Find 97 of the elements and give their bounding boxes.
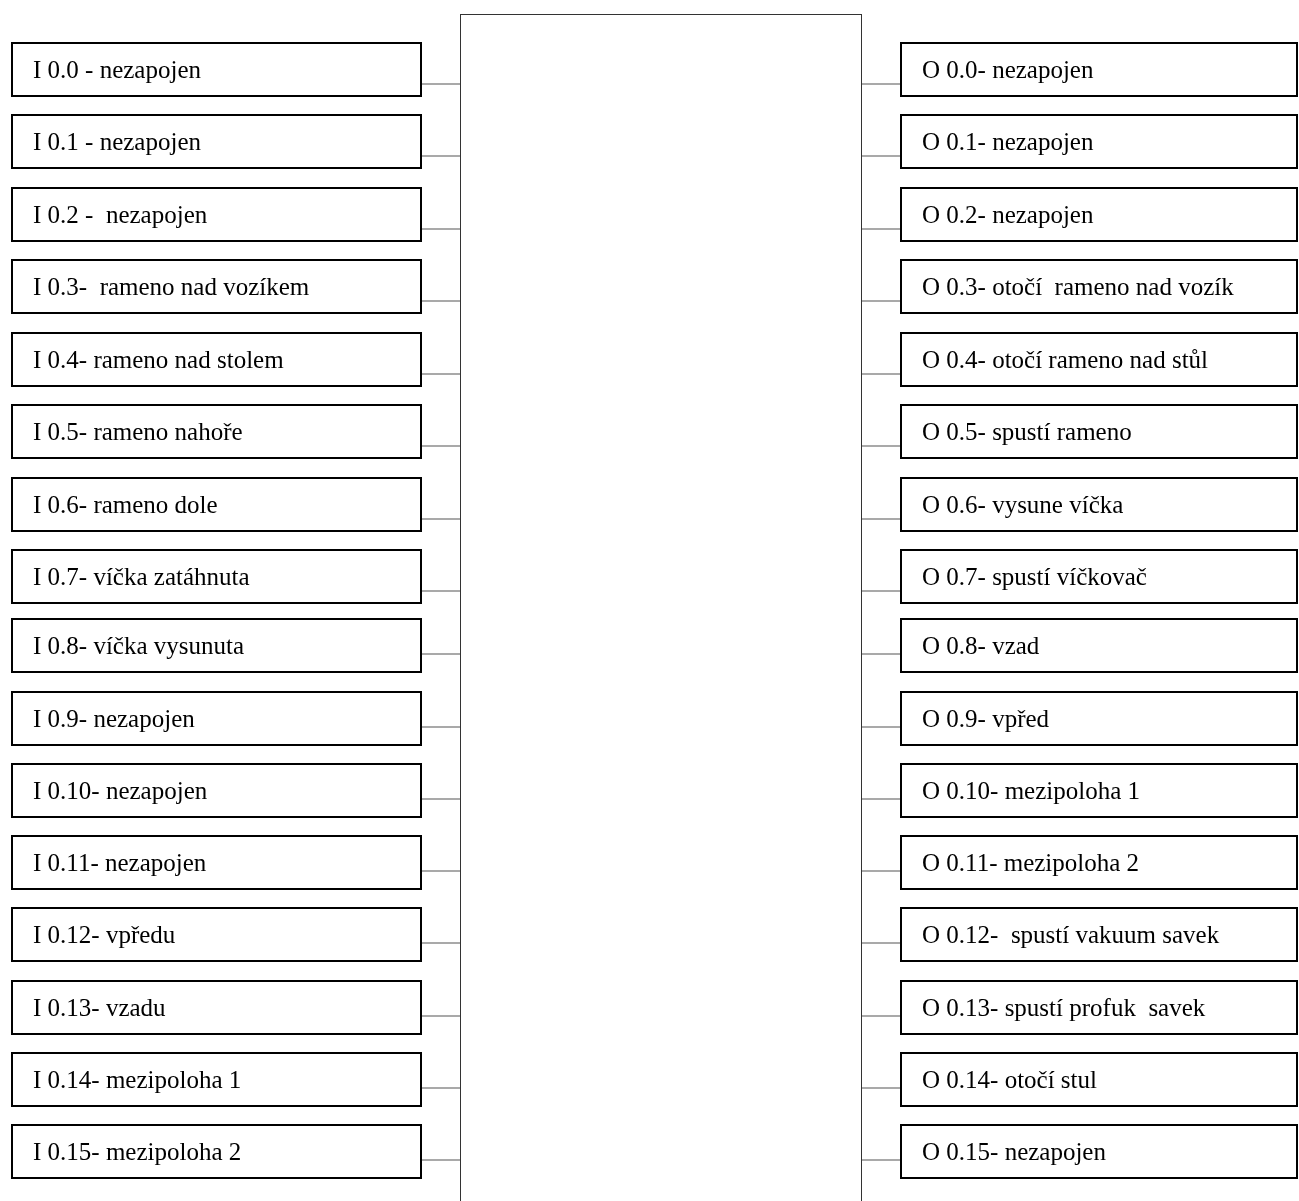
pin-label-box [11, 477, 422, 532]
pin-label: O 0.5- spustí rameno [922, 417, 1132, 446]
pin-label: I 0.4- rameno nad stolem [33, 345, 284, 374]
connector-line [421, 1159, 461, 1161]
connector-line [421, 155, 461, 157]
pin-label-box [900, 404, 1298, 459]
pin-label: I 0.3- rameno nad vozíkem [33, 272, 310, 301]
pin-label: O 0.11- mezipoloha 2 [922, 848, 1140, 877]
pin-label-box [11, 907, 422, 962]
pin-label: O 0.9- vpřed [922, 704, 1050, 733]
pin-label: I 0.9- nezapojen [33, 704, 195, 733]
connector-line [421, 518, 461, 520]
pin-label-box [11, 1052, 422, 1107]
pin-label: O 0.1- nezapojen [922, 127, 1094, 156]
connector-line [421, 83, 461, 85]
connector-line [861, 1159, 901, 1161]
pin-label: O 0.15- nezapojen [922, 1137, 1106, 1166]
pin-label-box [900, 691, 1298, 746]
pin-label-box [900, 549, 1298, 604]
connector-line [861, 870, 901, 872]
connector-line [421, 870, 461, 872]
pin-label-box [11, 114, 422, 169]
pin-label: I 0.12- vpředu [33, 920, 176, 949]
pin-label-box [11, 404, 422, 459]
pin-label: I 0.1 - nezapojen [33, 127, 201, 156]
pin-label-box [900, 1052, 1298, 1107]
pin-label-box [900, 114, 1298, 169]
connector-line [421, 445, 461, 447]
pin-label: I 0.5- rameno nahoře [33, 417, 243, 446]
pin-label: O 0.4- otočí rameno nad stůl [922, 345, 1209, 374]
pin-label-box [900, 835, 1298, 890]
connector-line [421, 1015, 461, 1017]
controller-block [460, 14, 862, 1201]
connector-line [421, 942, 461, 944]
pin-label: I 0.13- vzadu [33, 993, 166, 1022]
pin-label: O 0.8- vzad [922, 631, 1040, 660]
connector-line [861, 83, 901, 85]
connector-line [421, 373, 461, 375]
connector-line [861, 653, 901, 655]
connector-line [421, 228, 461, 230]
connector-line [861, 1015, 901, 1017]
pin-label-box [900, 763, 1298, 818]
pin-label-box [900, 187, 1298, 242]
connector-line [861, 300, 901, 302]
connector-line [861, 726, 901, 728]
pin-label-box [11, 549, 422, 604]
connector-line [421, 590, 461, 592]
connector-line [861, 445, 901, 447]
pin-label-box [11, 763, 422, 818]
connector-line [861, 373, 901, 375]
pin-label-box [900, 332, 1298, 387]
connector-line [861, 942, 901, 944]
pin-label: O 0.13- spustí profuk savek [922, 993, 1206, 1022]
pin-label-box [11, 980, 422, 1035]
pin-label-box [11, 259, 422, 314]
pin-label-box [900, 42, 1298, 97]
pin-label-box [11, 835, 422, 890]
pin-label-box [900, 1124, 1298, 1179]
pin-label: O 0.0- nezapojen [922, 55, 1094, 84]
pin-label: I 0.8- víčka vysunuta [33, 631, 245, 660]
connector-line [861, 155, 901, 157]
pin-label: I 0.7- víčka zatáhnuta [33, 562, 250, 591]
connector-line [421, 300, 461, 302]
pin-label: I 0.0 - nezapojen [33, 55, 201, 84]
pin-label-box [11, 1124, 422, 1179]
connector-line [861, 590, 901, 592]
pin-label: I 0.6- rameno dole [33, 490, 218, 519]
pin-label-box [11, 42, 422, 97]
pin-label-box [900, 477, 1298, 532]
pin-label-box [900, 980, 1298, 1035]
pin-label: O 0.14- otočí stul [922, 1065, 1097, 1094]
pin-label: O 0.2- nezapojen [922, 200, 1094, 229]
connector-line [861, 1087, 901, 1089]
pin-label-box [11, 187, 422, 242]
connector-line [861, 518, 901, 520]
connector-line [421, 1087, 461, 1089]
pin-label: I 0.2 - nezapojen [33, 200, 208, 229]
pin-label: I 0.10- nezapojen [33, 776, 208, 805]
pin-label: O 0.12- spustí vakuum savek [922, 920, 1220, 949]
pin-label: O 0.10- mezipoloha 1 [922, 776, 1140, 805]
pin-label-box [11, 332, 422, 387]
pin-label-box [11, 618, 422, 673]
pin-label: I 0.15- mezipoloha 2 [33, 1137, 242, 1166]
connector-line [421, 798, 461, 800]
pin-label-box [900, 907, 1298, 962]
connector-line [421, 653, 461, 655]
connector-line [421, 726, 461, 728]
pin-label: O 0.3- otočí rameno nad vozík [922, 272, 1234, 301]
pin-label: O 0.6- vysune víčka [922, 490, 1124, 519]
pin-label: I 0.14- mezipoloha 1 [33, 1065, 242, 1094]
pin-label-box [900, 618, 1298, 673]
connector-line [861, 798, 901, 800]
pin-label: I 0.11- nezapojen [33, 848, 207, 877]
connector-line [861, 228, 901, 230]
pin-label-box [900, 259, 1298, 314]
pin-label-box [11, 691, 422, 746]
pin-label: O 0.7- spustí víčkovač [922, 562, 1147, 591]
